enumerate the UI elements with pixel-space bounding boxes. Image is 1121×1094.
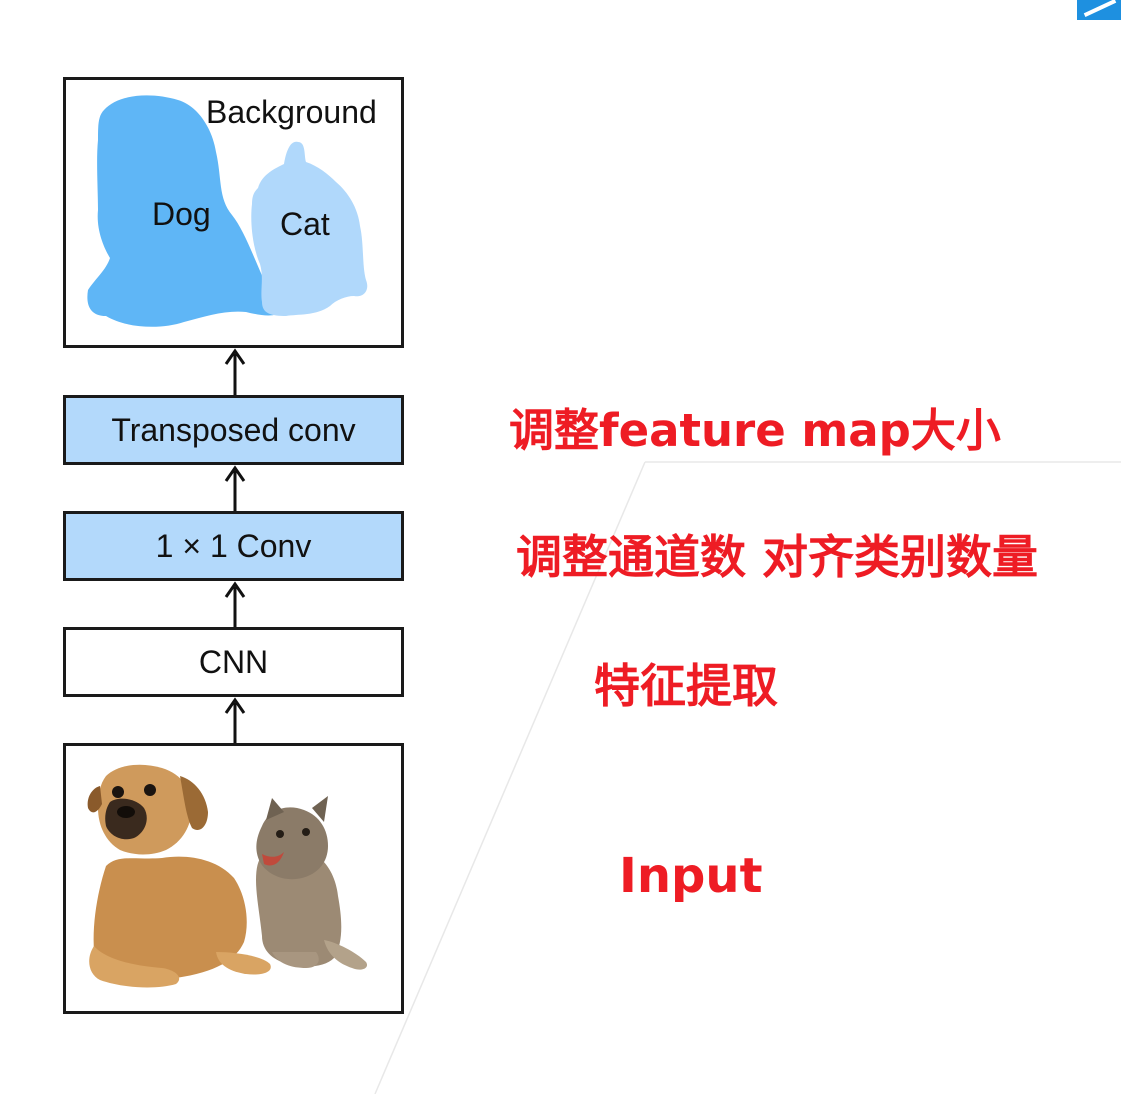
dog-and-kitten-photo (87, 764, 368, 988)
one-by-one-conv-label: 1 × 1 Conv (155, 527, 312, 564)
cat-label: Cat (280, 206, 330, 242)
one-by-one-conv-annotation: 调整通道数 对齐类别数量 (516, 530, 1039, 584)
one-by-one-conv-layer: 1 × 1 Conv (63, 511, 404, 581)
cat-mask (251, 141, 368, 316)
arrow-up-icon (224, 697, 246, 743)
input-annotation: Input (619, 848, 763, 904)
cnn-annotation: 特征提取 (594, 659, 778, 713)
segmentation-masks (87, 95, 368, 327)
dog-label: Dog (152, 196, 211, 232)
transposed-conv-layer: Transposed conv (63, 395, 404, 465)
arrow-up-icon (224, 581, 246, 627)
input-image-box (63, 743, 404, 1014)
background-label: Background (206, 94, 377, 130)
arrow-up-icon (224, 465, 246, 511)
cnn-layer: CNN (63, 627, 404, 697)
corner-logo (1077, 0, 1121, 20)
transposed-conv-annotation: 调整feature map大小 (509, 404, 1001, 457)
dog-mask (87, 95, 281, 327)
transposed-conv-label: Transposed conv (111, 411, 356, 448)
arrow-up-icon (224, 348, 246, 395)
cnn-label: CNN (198, 643, 269, 680)
segmentation-output-box: Background Dog Cat (63, 77, 404, 348)
